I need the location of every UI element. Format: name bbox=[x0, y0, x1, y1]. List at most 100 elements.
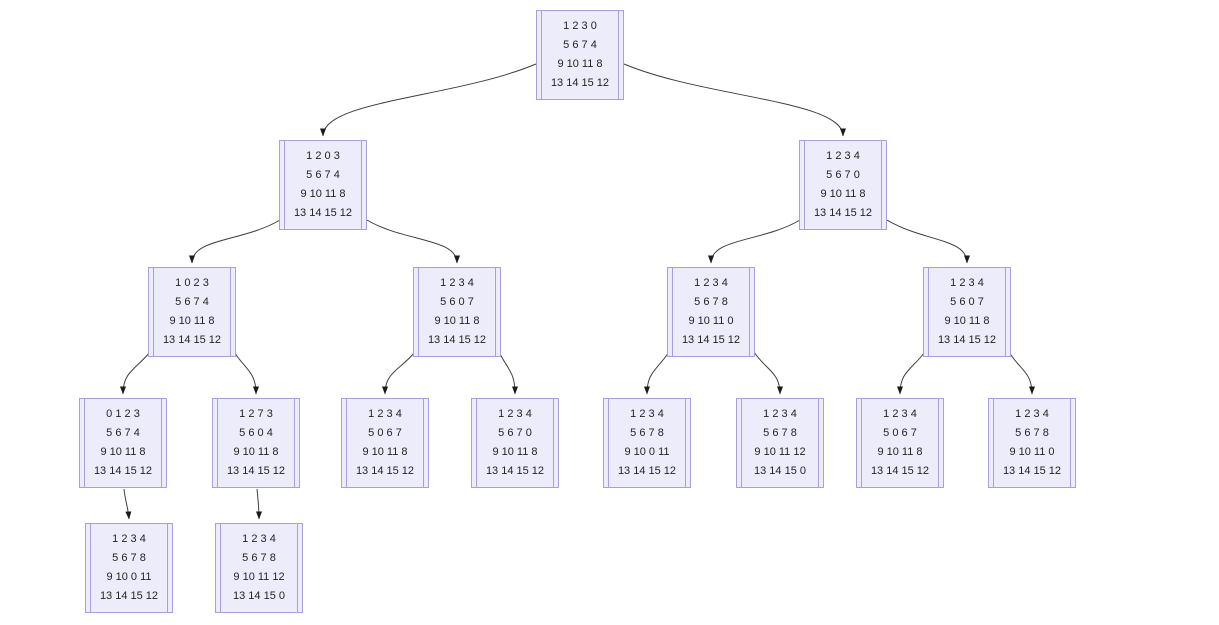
puzzle-row: 13 14 15 12 bbox=[355, 465, 415, 477]
puzzle-row: 13 14 15 12 bbox=[293, 207, 353, 219]
edge-l3-3-l4-5 bbox=[644, 351, 670, 395]
puzzle-row: 13 14 15 12 bbox=[937, 334, 997, 346]
edge-root-l2-1 bbox=[320, 63, 537, 137]
puzzle-row: 13 14 15 12 bbox=[93, 465, 153, 477]
puzzle-node-l4-7: 1 2 3 4 5 0 6 7 9 10 11 8 13 14 15 12 bbox=[856, 398, 944, 488]
puzzle-row: 1 2 3 4 bbox=[694, 277, 728, 289]
puzzle-node-l3-4: 1 2 3 4 5 6 0 7 9 10 11 8 13 14 15 12 bbox=[923, 267, 1011, 357]
puzzle-row: 1 2 3 4 bbox=[242, 533, 276, 545]
puzzle-row: 9 10 11 12 bbox=[233, 571, 285, 583]
puzzle-row: 5 6 0 7 bbox=[950, 296, 984, 308]
edge-root-l2-2 bbox=[623, 63, 846, 137]
puzzle-row: 1 0 2 3 bbox=[175, 277, 209, 289]
puzzle-row: 5 6 7 8 bbox=[1015, 427, 1049, 439]
puzzle-row: 1 2 3 4 bbox=[763, 408, 797, 420]
puzzle-node-l4-3: 1 2 3 4 5 0 6 7 9 10 11 8 13 14 15 12 bbox=[341, 398, 429, 488]
puzzle-row: 9 10 11 0 bbox=[688, 315, 734, 327]
puzzle-row: 9 10 11 8 bbox=[300, 188, 346, 200]
puzzle-row: 5 6 7 8 bbox=[763, 427, 797, 439]
puzzle-row: 9 10 11 8 bbox=[877, 446, 923, 458]
puzzle-row: 1 2 3 4 bbox=[112, 533, 146, 545]
puzzle-grid: 0 1 2 3 5 6 7 4 9 10 11 8 13 14 15 12 bbox=[94, 405, 152, 481]
puzzle-grid: 1 2 7 3 5 6 0 4 9 10 11 8 13 14 15 12 bbox=[227, 405, 285, 481]
edge-l4-2-l5-2 bbox=[255, 488, 262, 520]
edge-l2-2-l3-3 bbox=[708, 219, 801, 264]
puzzle-grid: 1 2 3 4 5 6 7 8 9 10 11 12 13 14 15 0 bbox=[233, 530, 285, 606]
puzzle-row: 13 14 15 12 bbox=[485, 465, 545, 477]
puzzle-row: 13 14 15 12 bbox=[550, 77, 610, 89]
puzzle-node-l2-1: 1 2 0 3 5 6 7 4 9 10 11 8 13 14 15 12 bbox=[279, 140, 367, 230]
puzzle-node-l4-2: 1 2 7 3 5 6 0 4 9 10 11 8 13 14 15 12 bbox=[212, 398, 300, 488]
puzzle-row: 5 6 7 0 bbox=[498, 427, 532, 439]
edge-l2-1-l3-2 bbox=[366, 219, 460, 264]
puzzle-node-l2-2: 1 2 3 4 5 6 7 0 9 10 11 8 13 14 15 12 bbox=[799, 140, 887, 230]
edge-l3-4-l4-7 bbox=[897, 351, 926, 395]
puzzle-node-l5-1: 1 2 3 4 5 6 7 8 9 10 0 11 13 14 15 12 bbox=[85, 523, 173, 613]
edge-l3-4-l4-8 bbox=[1008, 351, 1035, 395]
puzzle-row: 9 10 11 8 bbox=[434, 315, 480, 327]
puzzle-row: 1 2 3 0 bbox=[563, 20, 597, 32]
puzzle-row: 13 14 15 12 bbox=[1002, 465, 1062, 477]
puzzle-row: 5 6 7 8 bbox=[630, 427, 664, 439]
puzzle-row: 1 2 0 3 bbox=[306, 150, 340, 162]
puzzle-node-l4-5: 1 2 3 4 5 6 7 8 9 10 0 11 13 14 15 12 bbox=[603, 398, 691, 488]
puzzle-row: 13 14 15 12 bbox=[427, 334, 487, 346]
edge-l4-1-l5-1 bbox=[123, 488, 132, 520]
puzzle-row: 9 10 11 8 bbox=[492, 446, 538, 458]
puzzle-row: 1 2 3 4 bbox=[1015, 408, 1049, 420]
puzzle-row: 9 10 11 8 bbox=[820, 188, 866, 200]
puzzle-row: 1 2 3 4 bbox=[498, 408, 532, 420]
puzzle-row: 0 1 2 3 bbox=[106, 408, 140, 420]
edge-l2-1-l3-1 bbox=[189, 219, 281, 264]
puzzle-row: 9 10 11 0 bbox=[1009, 446, 1055, 458]
puzzle-row: 9 10 0 11 bbox=[106, 571, 152, 583]
puzzle-row: 1 2 7 3 bbox=[239, 408, 273, 420]
puzzle-row: 13 14 15 0 bbox=[233, 590, 285, 602]
puzzle-row: 13 14 15 12 bbox=[870, 465, 930, 477]
puzzle-row: 5 6 7 8 bbox=[242, 552, 276, 564]
puzzle-node-l3-2: 1 2 3 4 5 6 0 7 9 10 11 8 13 14 15 12 bbox=[413, 267, 501, 357]
puzzle-grid: 1 2 3 4 5 6 7 8 9 10 0 11 13 14 15 12 bbox=[618, 405, 676, 481]
puzzle-row: 13 14 15 12 bbox=[226, 465, 286, 477]
puzzle-grid: 1 2 3 0 5 6 7 4 9 10 11 8 13 14 15 12 bbox=[551, 17, 609, 93]
puzzle-row: 1 2 3 4 bbox=[826, 150, 860, 162]
puzzle-row: 13 14 15 12 bbox=[99, 590, 159, 602]
puzzle-node-l3-1: 1 0 2 3 5 6 7 4 9 10 11 8 13 14 15 12 bbox=[148, 267, 236, 357]
edge-l3-2-l4-4 bbox=[498, 351, 518, 395]
puzzle-row: 9 10 0 11 bbox=[624, 446, 670, 458]
puzzle-grid: 1 2 3 4 5 0 6 7 9 10 11 8 13 14 15 12 bbox=[356, 405, 414, 481]
puzzle-grid: 1 2 3 4 5 6 0 7 9 10 11 8 13 14 15 12 bbox=[938, 274, 996, 350]
puzzle-grid: 1 2 3 4 5 6 7 8 9 10 11 0 13 14 15 12 bbox=[1003, 405, 1061, 481]
puzzle-node-l4-8: 1 2 3 4 5 6 7 8 9 10 11 0 13 14 15 12 bbox=[988, 398, 1076, 488]
puzzle-row: 13 14 15 12 bbox=[813, 207, 873, 219]
puzzle-node-l5-2: 1 2 3 4 5 6 7 8 9 10 11 12 13 14 15 0 bbox=[215, 523, 303, 613]
puzzle-row: 5 6 7 8 bbox=[694, 296, 728, 308]
puzzle-row: 5 6 7 0 bbox=[826, 169, 860, 181]
puzzle-row: 13 14 15 12 bbox=[162, 334, 222, 346]
puzzle-grid: 1 2 3 4 5 6 7 0 9 10 11 8 13 14 15 12 bbox=[486, 405, 544, 481]
puzzle-row: 5 6 0 7 bbox=[440, 296, 474, 308]
puzzle-row: 13 14 15 0 bbox=[754, 465, 806, 477]
puzzle-row: 5 6 7 4 bbox=[106, 427, 140, 439]
puzzle-grid: 1 2 3 4 5 6 7 0 9 10 11 8 13 14 15 12 bbox=[814, 147, 872, 223]
puzzle-node-l4-1: 0 1 2 3 5 6 7 4 9 10 11 8 13 14 15 12 bbox=[79, 398, 167, 488]
edge-l3-1-l4-2 bbox=[233, 351, 259, 395]
puzzle-grid: 1 2 3 4 5 6 0 7 9 10 11 8 13 14 15 12 bbox=[428, 274, 486, 350]
puzzle-row: 1 2 3 4 bbox=[440, 277, 474, 289]
edge-l3-1-l4-1 bbox=[120, 351, 151, 395]
puzzle-row: 13 14 15 12 bbox=[681, 334, 741, 346]
puzzle-node-l4-6: 1 2 3 4 5 6 7 8 9 10 11 12 13 14 15 0 bbox=[736, 398, 824, 488]
puzzle-row: 1 2 3 4 bbox=[950, 277, 984, 289]
puzzle-row: 5 6 7 8 bbox=[112, 552, 146, 564]
puzzle-grid: 1 2 3 4 5 6 7 8 9 10 0 11 13 14 15 12 bbox=[100, 530, 158, 606]
puzzle-grid: 1 2 3 4 5 6 7 8 9 10 11 12 13 14 15 0 bbox=[754, 405, 806, 481]
puzzle-row: 1 2 3 4 bbox=[368, 408, 402, 420]
puzzle-row: 9 10 11 8 bbox=[557, 58, 603, 70]
puzzle-row: 5 6 0 4 bbox=[239, 427, 273, 439]
puzzle-node-l3-3: 1 2 3 4 5 6 7 8 9 10 11 0 13 14 15 12 bbox=[667, 267, 755, 357]
puzzle-grid: 1 2 3 4 5 0 6 7 9 10 11 8 13 14 15 12 bbox=[871, 405, 929, 481]
puzzle-row: 5 6 7 4 bbox=[175, 296, 209, 308]
edge-l3-3-l4-6 bbox=[753, 351, 783, 395]
puzzle-row: 5 6 7 4 bbox=[563, 39, 597, 51]
